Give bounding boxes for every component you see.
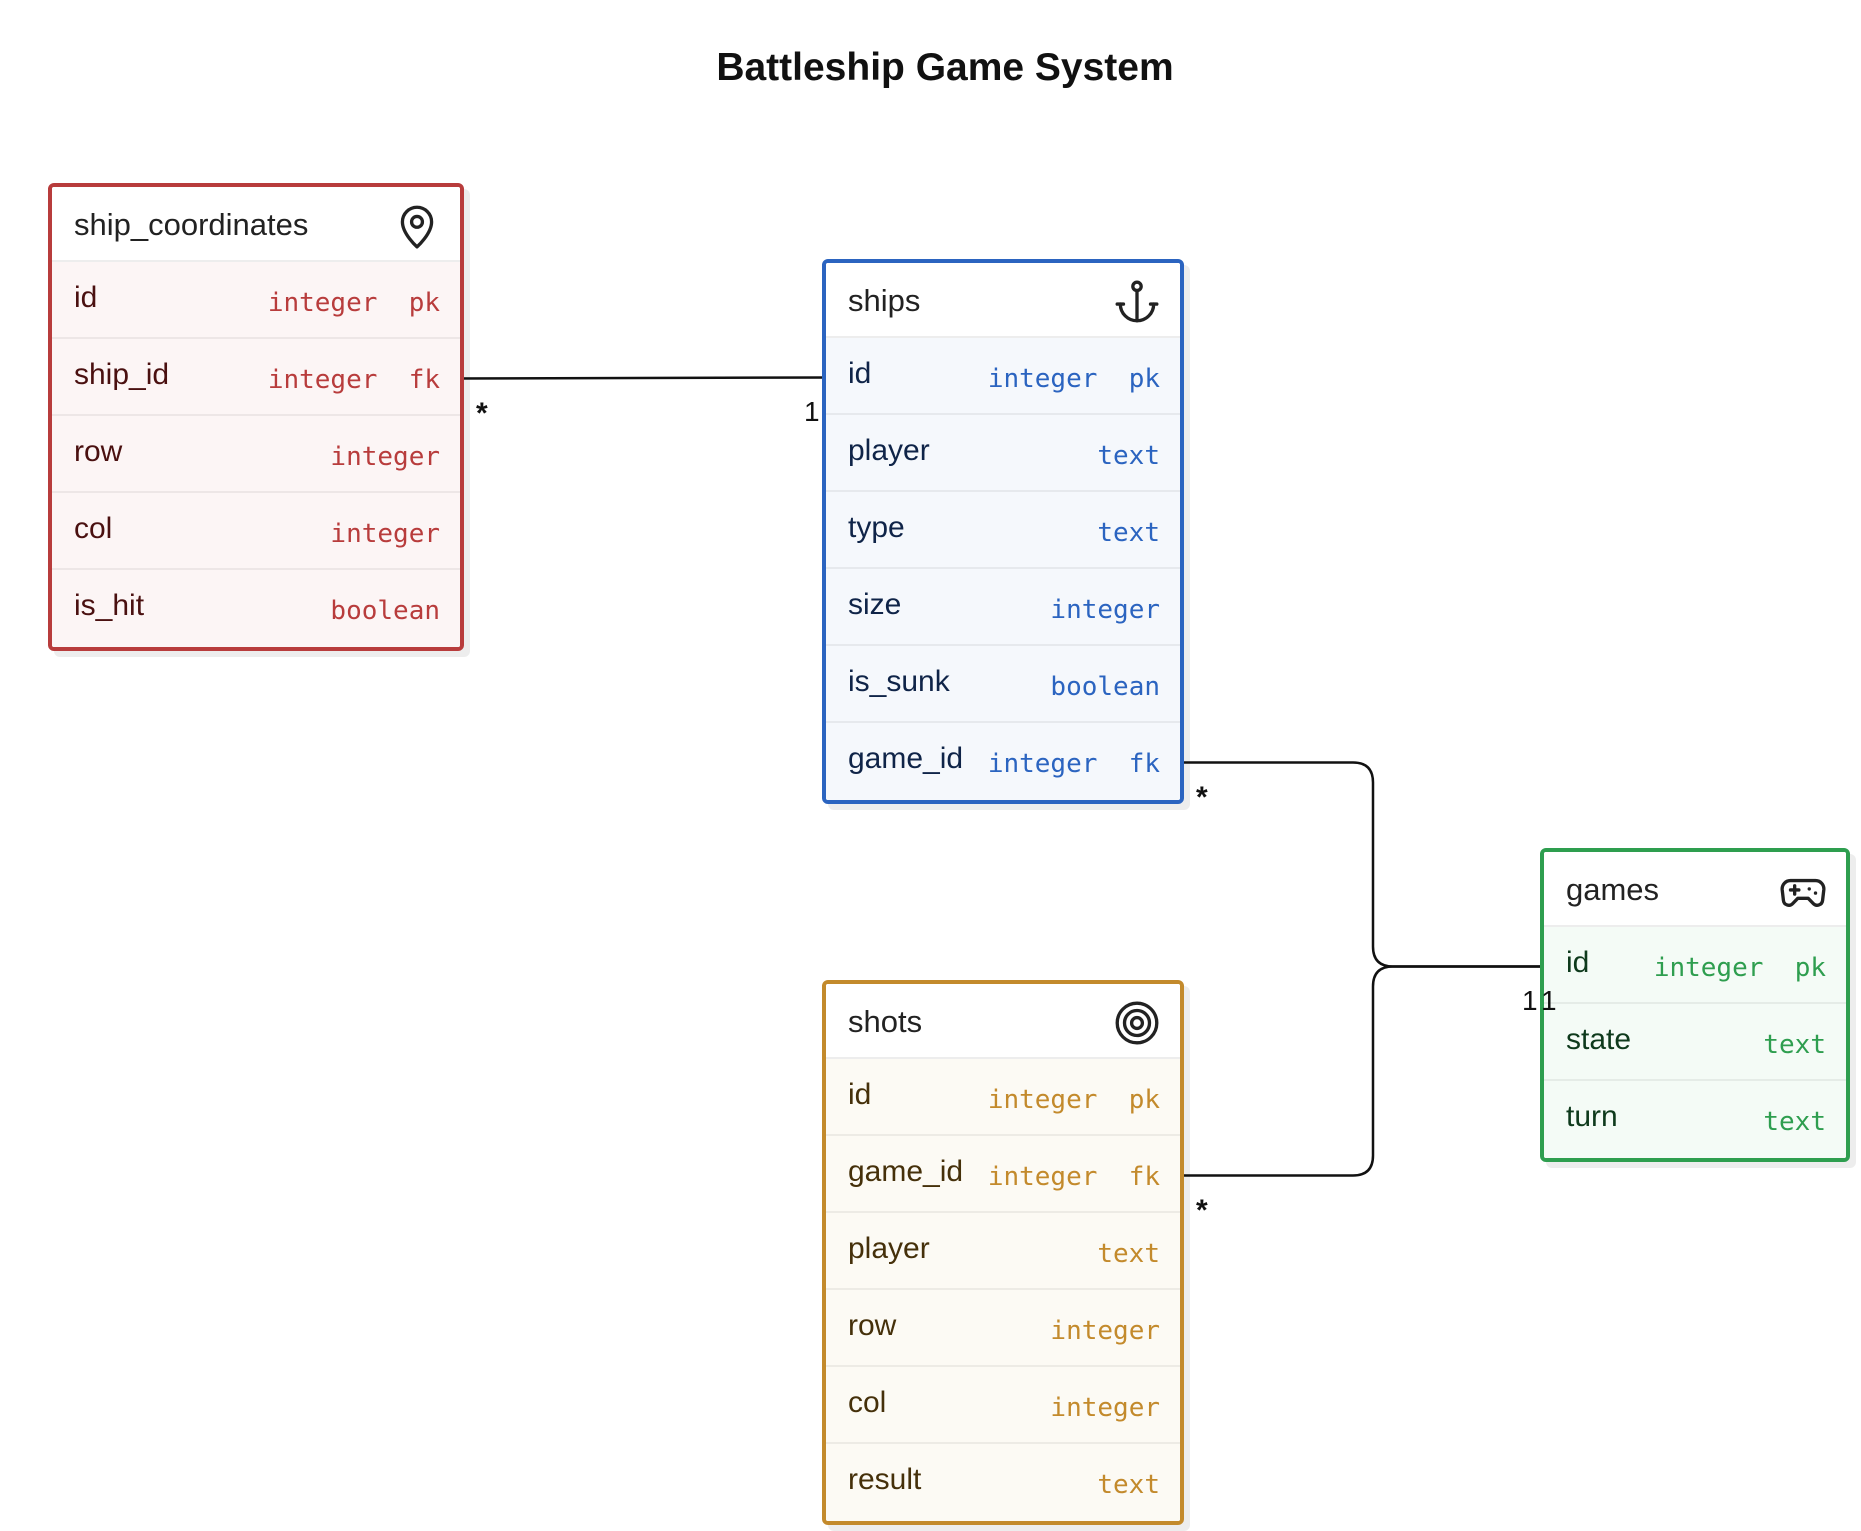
field-name: player <box>848 434 930 467</box>
field-type: integer pk <box>987 1085 1160 1115</box>
field-row: ship_id integer fk <box>52 339 460 416</box>
field-row: id integer pk <box>826 1059 1180 1136</box>
field-type: integer pk <box>267 288 440 318</box>
field-name: player <box>848 1232 930 1265</box>
target-icon <box>1112 998 1162 1048</box>
field-name: col <box>848 1386 887 1419</box>
field-name: id <box>848 357 872 390</box>
field-name: is_sunk <box>848 665 950 698</box>
field-name: state <box>1566 1023 1632 1056</box>
table-shots[interactable]: shots id integer pk game_id integer fk player… <box>822 980 1184 1525</box>
field-row: is_sunk boolean <box>826 646 1180 723</box>
field-row: row integer <box>52 416 460 493</box>
field-type: integer pk <box>1653 953 1826 983</box>
field-type: text <box>1097 518 1160 548</box>
field-row: game_id integer fk <box>826 1136 1180 1213</box>
anchor-icon <box>1112 277 1162 327</box>
field-name: is_hit <box>74 589 145 622</box>
field-type: text <box>1763 1030 1826 1060</box>
field-type: boolean <box>330 596 440 626</box>
field-name: type <box>848 511 905 544</box>
table-header: ship_coordinates <box>52 187 460 262</box>
field-row: id integer pk <box>52 262 460 339</box>
field-type: integer <box>1050 1316 1160 1346</box>
field-type: boolean <box>1050 672 1160 702</box>
field-row: size integer <box>826 569 1180 646</box>
field-name: turn <box>1566 1100 1618 1133</box>
table-header: ships <box>826 263 1180 338</box>
table-name: ships <box>848 283 921 318</box>
field-name: size <box>848 588 902 621</box>
cardinality-label: * <box>476 396 488 430</box>
table-ships[interactable]: ships id integer pk player text type text size i… <box>822 259 1184 804</box>
relation-line <box>1174 965 1550 1177</box>
field-row: id integer pk <box>1544 927 1846 1004</box>
field-name: game_id <box>848 1155 964 1188</box>
field-row: is_hit boolean <box>52 570 460 647</box>
field-name: ship_id <box>74 358 170 391</box>
field-name: col <box>74 512 113 545</box>
field-row: player text <box>826 1213 1180 1290</box>
relation-line <box>1174 761 1550 968</box>
table-header: games <box>1544 852 1846 927</box>
table-name: ship_coordinates <box>74 207 309 242</box>
field-name: id <box>848 1078 872 1111</box>
field-type: integer <box>1050 595 1160 625</box>
table-header: shots <box>826 984 1180 1059</box>
cardinality-label: * <box>1196 1193 1208 1227</box>
map-pin-icon <box>392 201 442 251</box>
gamepad-icon <box>1778 866 1828 916</box>
field-type: integer fk <box>987 749 1160 779</box>
field-name: game_id <box>848 742 964 775</box>
field-row: col integer <box>52 493 460 570</box>
relation-line <box>453 376 833 380</box>
field-type: integer <box>330 442 440 472</box>
cardinality-label: 1 <box>1522 984 1538 1016</box>
field-type: integer fk <box>267 365 440 395</box>
field-name: id <box>74 281 98 314</box>
diagram-title: Battleship Game System <box>716 46 1174 89</box>
cardinality-label: 1 <box>804 395 820 427</box>
field-type: text <box>1097 1470 1160 1500</box>
field-row: player text <box>826 415 1180 492</box>
field-row: game_id integer fk <box>826 723 1180 800</box>
field-row: result text <box>826 1444 1180 1521</box>
field-row: col integer <box>826 1367 1180 1444</box>
field-row: state text <box>1544 1004 1846 1081</box>
cardinality-label: * <box>1196 780 1208 814</box>
field-row: type text <box>826 492 1180 569</box>
field-type: integer <box>330 519 440 549</box>
field-type: text <box>1097 1239 1160 1269</box>
field-row: id integer pk <box>826 338 1180 415</box>
field-row: turn text <box>1544 1081 1846 1158</box>
table-name: games <box>1566 872 1660 907</box>
field-type: integer <box>1050 1393 1160 1423</box>
cardinality-label: 1 <box>1541 984 1557 1016</box>
field-type: text <box>1763 1107 1826 1137</box>
field-type: integer fk <box>987 1162 1160 1192</box>
field-type: integer pk <box>987 364 1160 394</box>
field-type: text <box>1097 441 1160 471</box>
field-name: result <box>848 1463 922 1496</box>
field-row: row integer <box>826 1290 1180 1367</box>
table-games[interactable]: games id integer pk state text turn text <box>1540 848 1850 1162</box>
field-name: row <box>848 1309 897 1342</box>
table-name: shots <box>848 1004 923 1039</box>
field-name: id <box>1566 946 1590 979</box>
field-name: row <box>74 435 123 468</box>
